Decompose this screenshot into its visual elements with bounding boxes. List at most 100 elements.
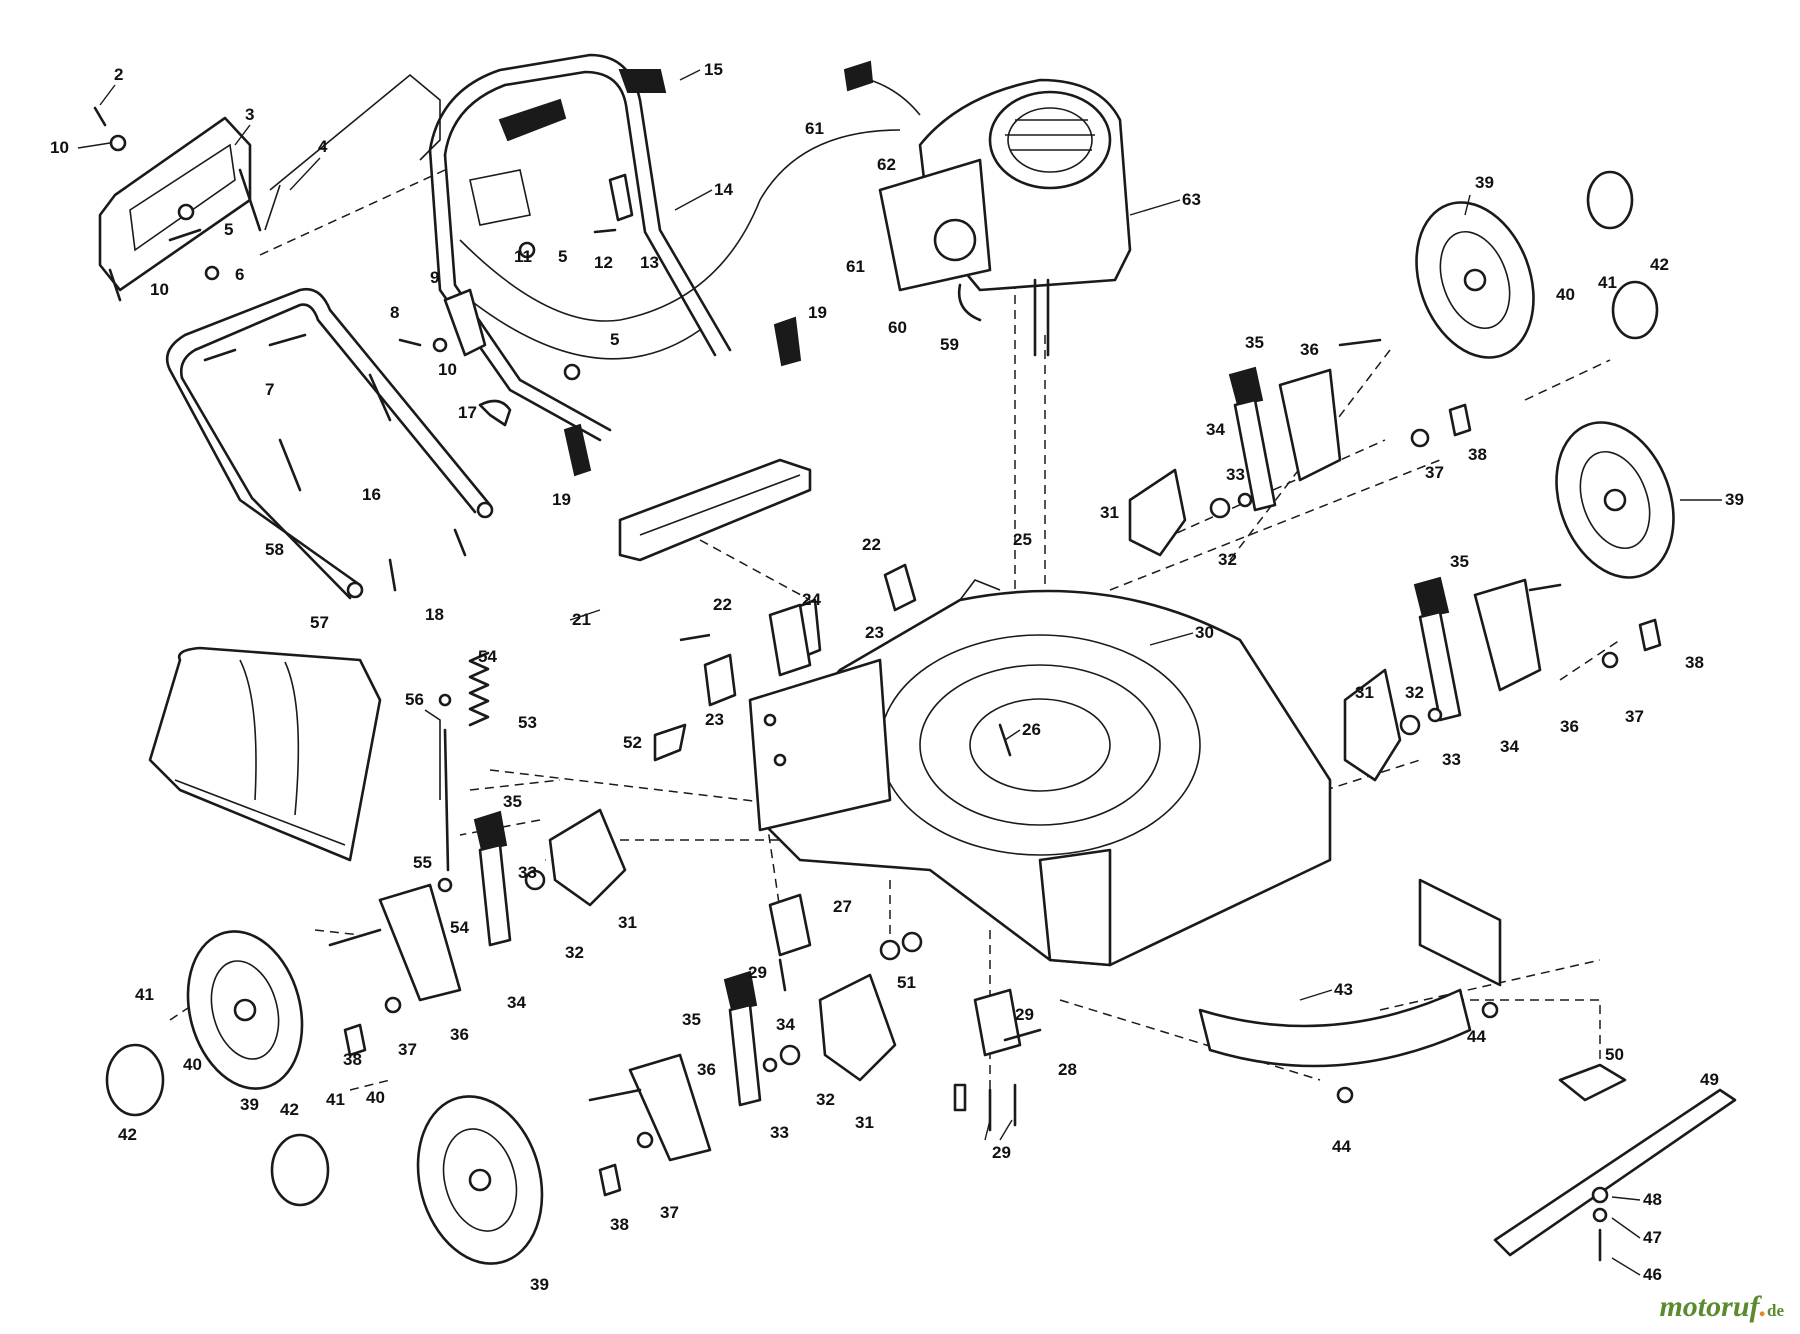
callout-31: 31 — [1355, 683, 1374, 702]
callout-49: 49 — [1700, 1070, 1719, 1089]
engine — [843, 60, 1132, 357]
callout-50: 50 — [1605, 1045, 1624, 1064]
callout-23: 23 — [705, 710, 724, 729]
height-adjuster-right-rear — [1128, 338, 1472, 557]
callout-34: 34 — [776, 1015, 795, 1034]
callout-22: 22 — [713, 595, 732, 614]
callout-32: 32 — [1405, 683, 1424, 702]
callout-40: 40 — [183, 1055, 202, 1074]
callout-4: 4 — [318, 137, 328, 156]
callout-46: 46 — [1643, 1265, 1662, 1284]
callout-25: 25 — [1013, 530, 1032, 549]
lower-handle — [165, 287, 494, 600]
callout-35: 35 — [503, 792, 522, 811]
leader-lines — [77, 69, 1722, 1276]
callout-42: 42 — [280, 1100, 299, 1119]
callout-36: 36 — [1300, 340, 1319, 359]
callout-52: 52 — [623, 733, 642, 752]
callout-54: 54 — [478, 647, 497, 666]
wheel-left-lower — [416, 1095, 544, 1265]
callout-41: 41 — [326, 1090, 345, 1109]
height-adjuster-left-rear — [328, 808, 627, 1057]
wheel-upper-right — [1415, 201, 1535, 359]
callout-7: 7 — [265, 380, 274, 399]
callout-38: 38 — [1468, 445, 1487, 464]
callout-18: 18 — [425, 605, 444, 624]
callout-55: 55 — [413, 853, 432, 872]
grass-catcher — [148, 646, 382, 862]
watermark-dot: . — [1759, 1290, 1768, 1323]
callout-53: 53 — [518, 713, 537, 732]
control-panel-cover — [98, 116, 262, 302]
callout-36: 36 — [1560, 717, 1579, 736]
callout-60: 60 — [888, 318, 907, 337]
callout-36: 36 — [697, 1060, 716, 1079]
callout-17: 17 — [458, 403, 477, 422]
callout-11: 11 — [514, 247, 532, 266]
callout-41: 41 — [135, 985, 154, 1004]
callout-8: 8 — [390, 303, 399, 322]
callout-58: 58 — [265, 540, 284, 559]
callout-26: 26 — [1022, 720, 1041, 739]
callout-59: 59 — [940, 335, 959, 354]
callout-57: 57 — [310, 613, 329, 632]
callout-61: 61 — [805, 119, 824, 138]
callout-37: 37 — [398, 1040, 417, 1059]
callout-3: 3 — [245, 105, 254, 124]
spring-and-rod — [424, 651, 490, 893]
callout-2: 2 — [114, 65, 123, 84]
control-cable — [459, 129, 901, 360]
callout-44: 44 — [1467, 1027, 1486, 1046]
callout-5: 5 — [224, 220, 233, 239]
callout-51: 51 — [897, 973, 916, 992]
wheel-left-upper — [186, 930, 304, 1090]
height-adjuster-right-front — [1343, 576, 1662, 782]
callout-9: 9 — [430, 268, 439, 287]
callout-42: 42 — [118, 1125, 137, 1144]
callout-35: 35 — [1450, 552, 1469, 571]
callout-27: 27 — [833, 897, 852, 916]
callout-13: 13 — [640, 253, 659, 272]
callout-38: 38 — [610, 1215, 629, 1234]
motoruf-watermark: motoruf.de — [1659, 1290, 1784, 1324]
callout-56: 56 — [405, 690, 424, 709]
callout-33: 33 — [1226, 465, 1245, 484]
callout-28: 28 — [1058, 1060, 1077, 1079]
rear-baffle — [1198, 878, 1502, 1068]
callout-40: 40 — [366, 1088, 385, 1107]
callout-47: 47 — [1643, 1228, 1662, 1247]
callout-33: 33 — [1442, 750, 1461, 769]
callout-22: 22 — [862, 535, 881, 554]
callout-34: 34 — [1206, 420, 1225, 439]
callout-40: 40 — [1556, 285, 1575, 304]
callout-32: 32 — [816, 1090, 835, 1109]
callout-38: 38 — [343, 1050, 362, 1069]
callout-36: 36 — [450, 1025, 469, 1044]
callout-29: 29 — [1015, 1005, 1034, 1024]
callout-19: 19 — [808, 303, 827, 322]
callout-12: 12 — [594, 253, 613, 272]
callout-41: 41 — [1598, 273, 1617, 292]
callout-10: 10 — [150, 280, 169, 299]
decal-panel — [264, 73, 441, 231]
handle-hardware — [93, 106, 802, 592]
callout-23: 23 — [865, 623, 884, 642]
wheel-mid-right — [1555, 421, 1675, 579]
callout-21: 21 — [572, 610, 591, 629]
callout-10: 10 — [438, 360, 457, 379]
callout-labels: 2 3 4 10 5 6 10 15 14 12 13 11 5 9 8 10 … — [50, 60, 1744, 1294]
callout-31: 31 — [855, 1113, 874, 1132]
callout-37: 37 — [1625, 707, 1644, 726]
callout-39: 39 — [1725, 490, 1744, 509]
callout-32: 32 — [565, 943, 584, 962]
callout-44: 44 — [1332, 1137, 1351, 1156]
callout-39: 39 — [530, 1275, 549, 1294]
callout-14: 14 — [714, 180, 733, 199]
upper-handle — [428, 53, 732, 442]
callout-48: 48 — [1643, 1190, 1662, 1209]
callout-37: 37 — [1425, 463, 1444, 482]
callout-54: 54 — [450, 918, 469, 937]
callout-39: 39 — [240, 1095, 259, 1114]
callout-62: 62 — [877, 155, 896, 174]
